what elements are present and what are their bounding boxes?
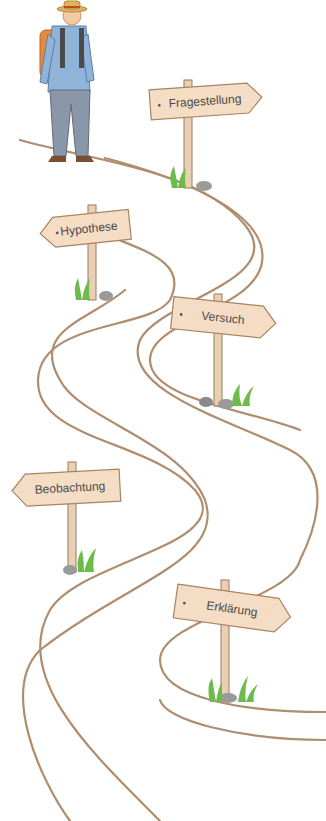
hat <box>64 1 80 9</box>
rock <box>199 397 213 407</box>
rock <box>196 181 212 191</box>
nail <box>56 231 59 234</box>
winding-path <box>20 140 326 821</box>
trousers <box>50 90 90 156</box>
board-shape <box>11 469 121 507</box>
shirt <box>48 26 90 92</box>
board-shape <box>173 584 293 634</box>
signpost-board: Versuch <box>171 297 278 340</box>
shoe <box>76 156 94 162</box>
strap <box>79 28 84 68</box>
board-shape <box>39 209 132 248</box>
signpost-board: Hypothese <box>39 209 132 248</box>
grass <box>170 166 186 188</box>
strap <box>60 28 65 68</box>
path-edge <box>160 700 326 740</box>
hat-band <box>64 6 80 8</box>
board-shape <box>149 82 263 120</box>
path-edge <box>105 158 300 430</box>
signpost-board: Fragestellung <box>149 82 263 120</box>
path-edge <box>160 560 326 712</box>
hiker <box>40 1 94 162</box>
signpost-board: Erklärung <box>173 584 293 634</box>
rock <box>99 291 113 301</box>
shoe <box>48 156 66 162</box>
grass <box>78 548 97 572</box>
signpost-board: Beobachtung <box>11 469 121 507</box>
grass <box>238 676 258 702</box>
rock <box>218 399 234 409</box>
arm <box>40 34 55 84</box>
board-shape <box>171 297 278 340</box>
path-edge <box>23 290 208 821</box>
nail <box>180 313 183 316</box>
rock <box>63 565 77 575</box>
nail <box>158 104 161 107</box>
nail <box>183 602 186 605</box>
grass <box>232 384 254 406</box>
grass <box>208 678 222 702</box>
grass <box>75 278 90 300</box>
